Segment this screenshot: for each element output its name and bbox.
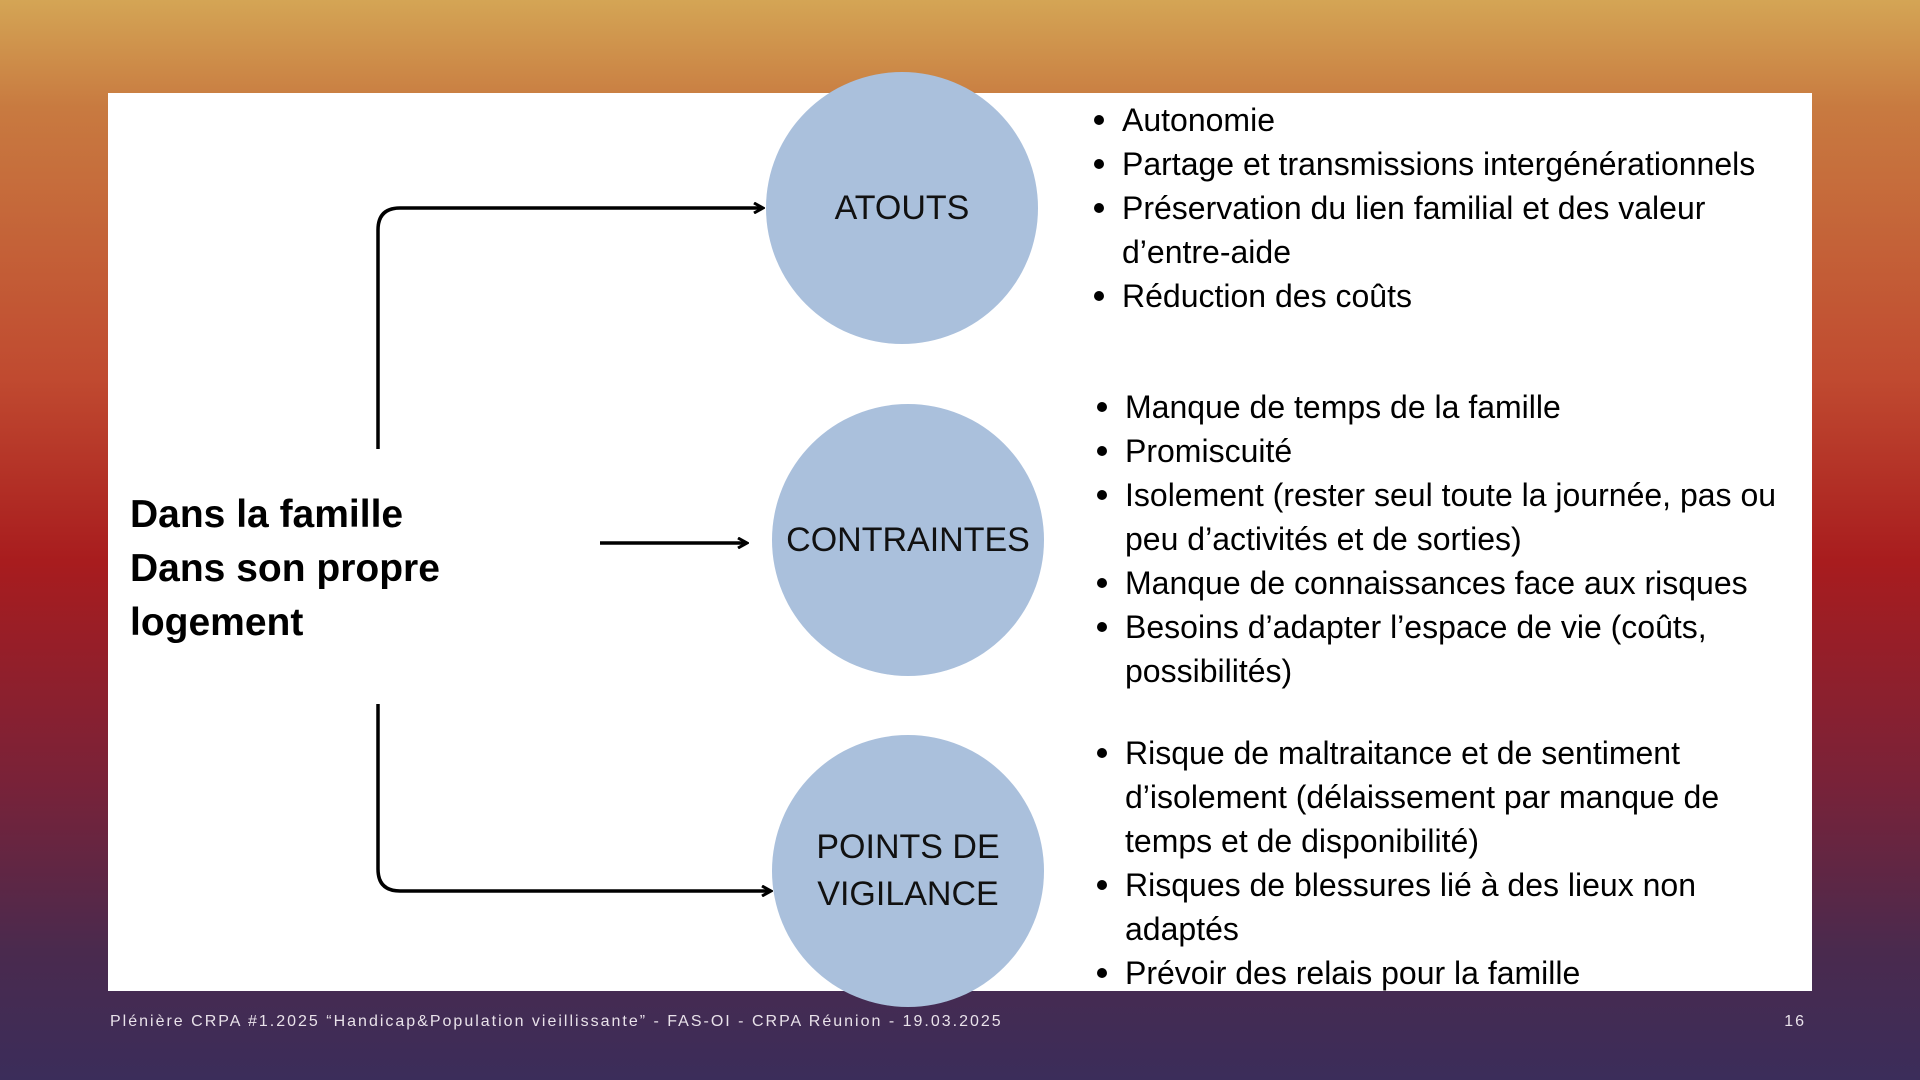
list-item: Risque de maltraitance et de sentiment d… xyxy=(1092,731,1812,863)
list-item: Isolement (rester seul toute la journée,… xyxy=(1092,473,1812,561)
list-item: Réduction des coûts xyxy=(1089,274,1809,318)
points-de-vigilance-circle: POINTS DE VIGILANCE xyxy=(772,735,1044,1007)
atouts-circle: ATOUTS xyxy=(766,72,1038,344)
list-item: Partage et transmissions intergénération… xyxy=(1089,142,1809,186)
circle-label: POINTS DE xyxy=(816,828,1000,867)
list-item: Préservation du lien familial et des val… xyxy=(1089,186,1809,274)
slide-footer: Plénière CRPA #1.2025 “Handicap&Populati… xyxy=(110,1013,1003,1030)
subject-line: Dans la famille xyxy=(130,493,404,536)
circle-label: CONTRAINTES xyxy=(786,520,1030,559)
contraintes-circle: CONTRAINTES xyxy=(772,404,1044,676)
subject-line: logement xyxy=(130,601,304,644)
points-de-vigilance-list: Risque de maltraitance et de sentiment d… xyxy=(1092,731,1812,995)
atouts-list: Autonomie Partage et transmissions inter… xyxy=(1089,98,1809,318)
circle-label: VIGILANCE xyxy=(817,875,999,913)
list-item: Prévoir des relais pour la famille xyxy=(1092,951,1812,995)
contraintes-list: Manque de temps de la famille Promiscuit… xyxy=(1092,385,1812,693)
list-item: Besoins d’adapter l’espace de vie (coûts… xyxy=(1092,605,1812,693)
list-item: Promiscuité xyxy=(1092,429,1812,473)
circle-label: ATOUTS xyxy=(834,188,970,227)
list-item: Risques de blessures lié à des lieux non… xyxy=(1092,863,1812,951)
page-number: 16 xyxy=(1784,1013,1806,1030)
list-item: Manque de connaissances face aux risques xyxy=(1092,561,1812,605)
diagram-subject: Dans la famille Dans son propre logement xyxy=(130,488,550,650)
list-item: Manque de temps de la famille xyxy=(1092,385,1812,429)
subject-line: Dans son propre xyxy=(130,547,440,590)
list-item: Autonomie xyxy=(1089,98,1809,142)
